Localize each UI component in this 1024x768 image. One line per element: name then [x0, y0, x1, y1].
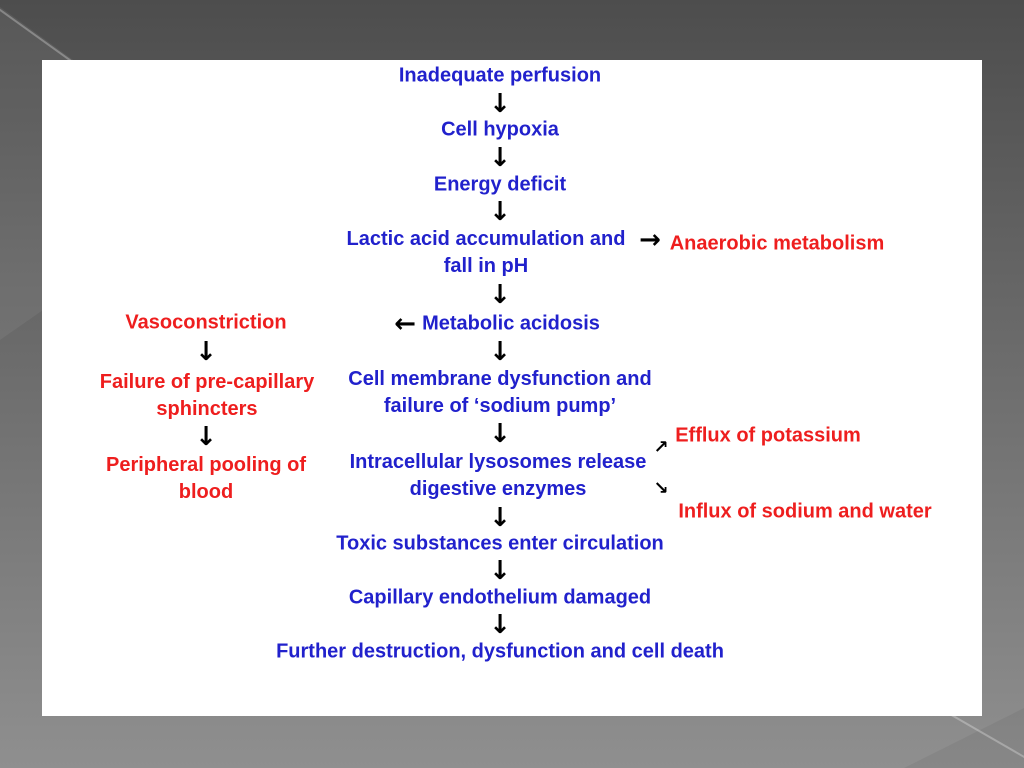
- arrow-down-icon-2: ↓: [489, 143, 511, 173]
- node-label: Further destruction, dysfunction and cel…: [276, 640, 724, 663]
- node-lactic-acid-accumulation: Lactic acid accumulation and fall in pH: [347, 226, 626, 280]
- node-failure-pre-capillary-sphincters: Failure of pre-capillary sphincters: [100, 369, 315, 423]
- node-label: Energy deficit: [433, 173, 567, 196]
- arrow-down-icon-left-2: ↓: [195, 422, 217, 452]
- node-anaerobic-metabolism: Anaerobic metabolism: [670, 231, 885, 258]
- node-toxic-substances: Toxic substances enter circulation: [336, 531, 664, 558]
- node-label: Cell membrane dysfunction and: [348, 368, 652, 390]
- arrow-down-icon-1: ↓: [489, 89, 511, 119]
- node-influx-of-sodium-and-water: Influx of sodium and water: [678, 499, 931, 526]
- arrow-down-icon-4: ↓: [489, 280, 511, 310]
- node-label: Cell hypoxia: [441, 118, 559, 141]
- node-label: Peripheral pooling of: [105, 454, 307, 476]
- arrow-left-icon: ←: [394, 309, 416, 339]
- node-label: digestive enzymes: [409, 478, 587, 500]
- arrow-down-icon-8: ↓: [489, 556, 511, 586]
- node-label: blood: [178, 481, 234, 503]
- arrow-up-right-icon: ↗: [653, 437, 669, 458]
- node-label: Capillary endothelium damaged: [348, 586, 652, 609]
- node-energy-deficit: Energy deficit: [434, 172, 566, 199]
- arrow-down-icon-9: ↓: [489, 610, 511, 640]
- arrow-down-icon-5: ↓: [489, 337, 511, 367]
- flowchart-canvas: Inadequate perfusion ↓ Cell hypoxia ↓ En…: [42, 60, 982, 716]
- arrow-down-icon-6: ↓: [489, 419, 511, 449]
- node-peripheral-pooling-of-blood: Peripheral pooling of blood: [106, 452, 306, 506]
- node-label: Anaerobic metabolism: [669, 232, 885, 255]
- node-metabolic-acidosis: Metabolic acidosis: [422, 311, 600, 338]
- node-label: Lactic acid accumulation and: [346, 228, 626, 250]
- node-label: Metabolic acidosis: [422, 312, 600, 335]
- arrow-down-icon-3: ↓: [489, 197, 511, 227]
- node-inadequate-perfusion: Inadequate perfusion: [399, 63, 601, 90]
- node-label: Failure of pre-capillary: [99, 371, 315, 393]
- node-cell-membrane-dysfunction: Cell membrane dysfunction and failure of…: [348, 366, 651, 420]
- arrow-down-icon-7: ↓: [489, 503, 511, 533]
- node-label: sphincters: [156, 398, 258, 420]
- node-label: Intracellular lysosomes release: [349, 451, 647, 473]
- node-label: Toxic substances enter circulation: [336, 532, 664, 555]
- node-intracellular-lysosomes: Intracellular lysosomes release digestiv…: [350, 449, 647, 503]
- arrow-down-right-icon: ↘: [653, 478, 669, 499]
- node-efflux-of-potassium: Efflux of potassium: [675, 423, 861, 450]
- node-label: Efflux of potassium: [675, 424, 861, 447]
- node-further-destruction-cell-death: Further destruction, dysfunction and cel…: [276, 639, 724, 666]
- arrow-down-icon-left-1: ↓: [195, 337, 217, 367]
- node-cell-hypoxia: Cell hypoxia: [441, 117, 559, 144]
- node-label: fall in pH: [443, 255, 529, 277]
- node-capillary-endothelium-damaged: Capillary endothelium damaged: [349, 585, 651, 612]
- node-label: Vasoconstriction: [125, 311, 287, 334]
- node-label: Inadequate perfusion: [398, 64, 602, 87]
- arrow-right-icon: →: [639, 225, 661, 255]
- node-label: Influx of sodium and water: [678, 500, 932, 523]
- node-vasoconstriction: Vasoconstriction: [125, 310, 286, 337]
- node-label: failure of ‘sodium pump’: [383, 395, 617, 417]
- corner-accent-bottom-right: [904, 708, 1024, 768]
